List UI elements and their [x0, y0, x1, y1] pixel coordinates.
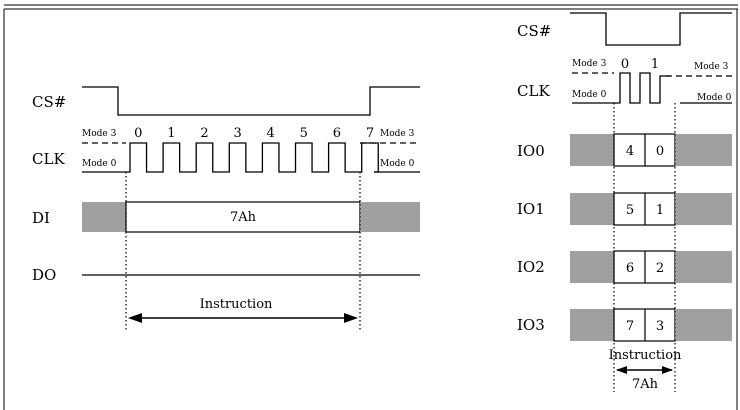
right-clk-waveform [614, 72, 670, 104]
left-mode0-right-label: Mode 0 [380, 159, 415, 169]
right-span-arrowhead-left [616, 366, 627, 374]
right-io3-dont-care-left [570, 309, 614, 341]
right-io3-bit-1: 3 [656, 319, 664, 334]
left-mode3-label: Mode 3 [82, 129, 117, 139]
right-io1-dont-care-left [570, 193, 614, 225]
left-clock-number-1: 1 [167, 126, 175, 141]
right-io0-bit-1: 0 [656, 144, 664, 159]
left-do-label: DO [32, 266, 56, 284]
left-clock-number-6: 6 [333, 126, 341, 141]
right-cs-label: CS# [517, 22, 551, 40]
left-cs-label: CS# [32, 93, 66, 111]
left-clock-number-7: 7 [366, 126, 374, 141]
right-io0-dont-care-right [675, 134, 732, 166]
left-di-dont-care-right [360, 202, 420, 232]
right-io3-bit-0: 7 [626, 319, 634, 334]
left-di-label: DI [32, 209, 50, 227]
right-io0-dont-care-left [570, 134, 614, 166]
right-io2-dont-care-left [570, 251, 614, 283]
right-mode3-label: Mode 3 [572, 59, 607, 69]
right-io1-dont-care-right [675, 193, 732, 225]
right-clock-number-0: 0 [621, 57, 629, 72]
left-mode0-label: Mode 0 [82, 159, 117, 169]
left-timing-diagram: CS# CLK DI DO Mode 3 Mode 0 Mode 3 Mode … [32, 86, 420, 330]
left-mode3-right-label: Mode 3 [380, 129, 415, 139]
right-mode3-right-label: Mode 3 [694, 62, 729, 72]
left-clock-number-5: 5 [300, 126, 308, 141]
right-span-arrowhead-right [662, 366, 673, 374]
left-clk-label: CLK [32, 150, 65, 168]
left-clk-waveform [126, 142, 379, 173]
left-di-data-box [125, 201, 361, 233]
left-clock-numbers: 0 1 2 3 4 5 6 7 [134, 126, 374, 141]
left-span-arrowhead-right [344, 313, 358, 323]
right-span-label: Instruction [609, 348, 682, 363]
right-mode0-label: Mode 0 [572, 90, 607, 100]
left-clock-number-0: 0 [134, 126, 142, 141]
left-cs-waveform [82, 86, 420, 116]
right-io2-bit-0: 6 [626, 261, 634, 276]
frame [3, 4, 738, 410]
right-io2-label: IO2 [517, 258, 545, 276]
left-clock-number-4: 4 [267, 126, 275, 141]
right-io1-bit-0: 5 [626, 203, 634, 218]
right-io2-bit-1: 2 [656, 261, 664, 276]
right-cs-waveform [570, 12, 732, 46]
right-io1-bit-1: 1 [656, 203, 664, 218]
left-span-label: Instruction [200, 297, 273, 312]
right-clock-number-1: 1 [651, 57, 659, 72]
right-clk-label: CLK [517, 82, 550, 100]
right-io1-label: IO1 [517, 200, 545, 218]
left-clock-number-2: 2 [200, 126, 208, 141]
right-io0-bit-0: 4 [626, 144, 634, 159]
right-span-value: 7Ah [632, 377, 659, 392]
left-span-arrowhead-left [128, 313, 142, 323]
right-mode0-right-label: Mode 0 [697, 93, 732, 103]
right-io-rows: 4 0 5 1 6 2 7 3 [570, 133, 732, 342]
right-io3-label: IO3 [517, 316, 545, 334]
right-timing-diagram: CS# CLK IO0 IO1 IO2 IO3 Mode 3 Mode 0 Mo… [517, 12, 732, 392]
right-io2-dont-care-right [675, 251, 732, 283]
left-clock-number-3: 3 [233, 126, 241, 141]
right-io3-dont-care-right [675, 309, 732, 341]
left-di-dont-care-left [82, 202, 126, 232]
right-io0-label: IO0 [517, 142, 545, 160]
left-di-value: 7Ah [230, 210, 257, 225]
